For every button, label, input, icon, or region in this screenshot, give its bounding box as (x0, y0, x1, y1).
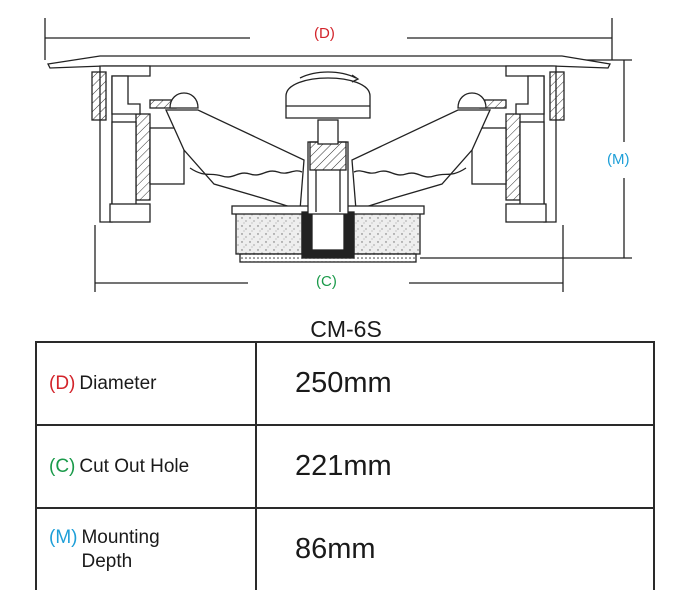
spec-name-line2: Depth (81, 550, 133, 572)
spec-row-diameter: (D)Diameter 250mm (35, 341, 655, 426)
spec-key: (D)Diameter (35, 341, 257, 426)
spec-value: 86mm (255, 507, 655, 590)
spec-code: (C) (49, 455, 76, 477)
spec-table: (D)Diameter 250mm (C)Cut Out Hole 221mm … (35, 341, 655, 590)
speaker-cross-section-diagram (44, 18, 632, 292)
spec-value: 221mm (255, 424, 655, 509)
spec-code: (M) (49, 526, 78, 548)
spec-row-cutout: (C)Cut Out Hole 221mm (35, 424, 655, 509)
diameter-dimension-line (44, 18, 613, 60)
model-name: CM-6S (310, 316, 382, 342)
spec-name: Diameter (79, 372, 157, 394)
spec-value: 250mm (255, 341, 655, 426)
spec-key: (C)Cut Out Hole (35, 424, 257, 509)
spec-name: Cut Out Hole (79, 455, 190, 477)
diameter-label: (D) (314, 25, 335, 42)
speaker-body (47, 55, 611, 263)
spec-code: (D) (49, 372, 76, 394)
mounting-depth-dimension-line (420, 59, 632, 259)
mounting-depth-label: (M) (607, 151, 630, 168)
cutout-label: (C) (316, 273, 337, 290)
spec-name-line1: Mounting (81, 526, 160, 548)
